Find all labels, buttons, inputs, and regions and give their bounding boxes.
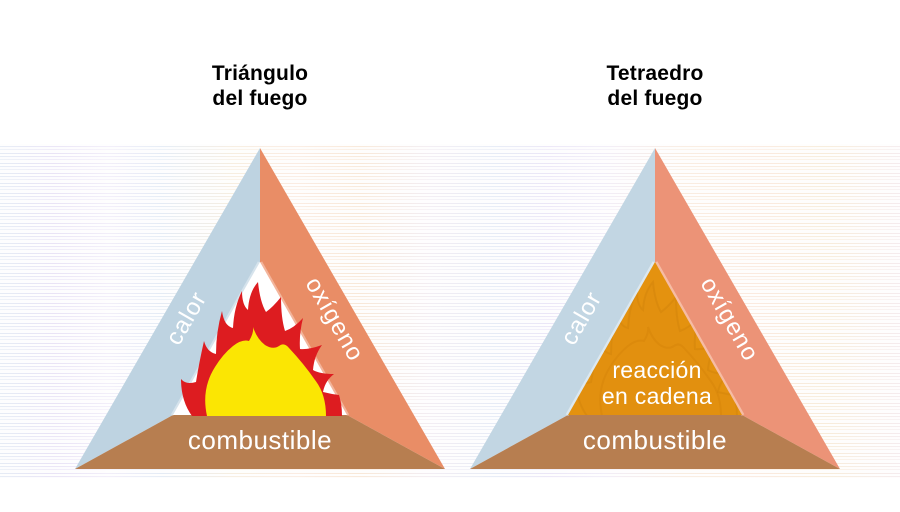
heat-band <box>75 148 260 469</box>
oxygen-inner-edge-highlight <box>654 261 745 416</box>
fuel-label: combustible <box>188 425 332 455</box>
fuel-band <box>75 415 445 469</box>
chain-reaction-label-line1: reacción <box>612 357 701 383</box>
oxygen-band <box>260 148 445 469</box>
fire-tetrahedron-title: Tetraedro del fuego <box>555 61 755 111</box>
fuel-label: combustible <box>583 425 727 455</box>
title-line-1: Tetraedro <box>606 62 704 85</box>
title-line-2: del fuego <box>212 87 308 110</box>
oxygen-band <box>655 148 840 469</box>
oxygen-inner-edge-highlight <box>259 261 350 416</box>
fire-triangle-title: Triángulo del fuego <box>160 61 360 111</box>
fuel-band <box>470 415 840 469</box>
fire-triangle-graphic: calor oxígeno combustible <box>75 148 445 469</box>
chain-reaction-label-line2: en cadena <box>602 383 712 409</box>
heat-inner-edge-highlight <box>565 261 656 416</box>
title-line-2: del fuego <box>607 87 703 110</box>
fire-tetrahedron-graphic: calor oxígeno reacción en cadena combust… <box>470 148 840 469</box>
heat-band <box>470 148 655 469</box>
title-line-1: Triángulo <box>211 62 309 85</box>
